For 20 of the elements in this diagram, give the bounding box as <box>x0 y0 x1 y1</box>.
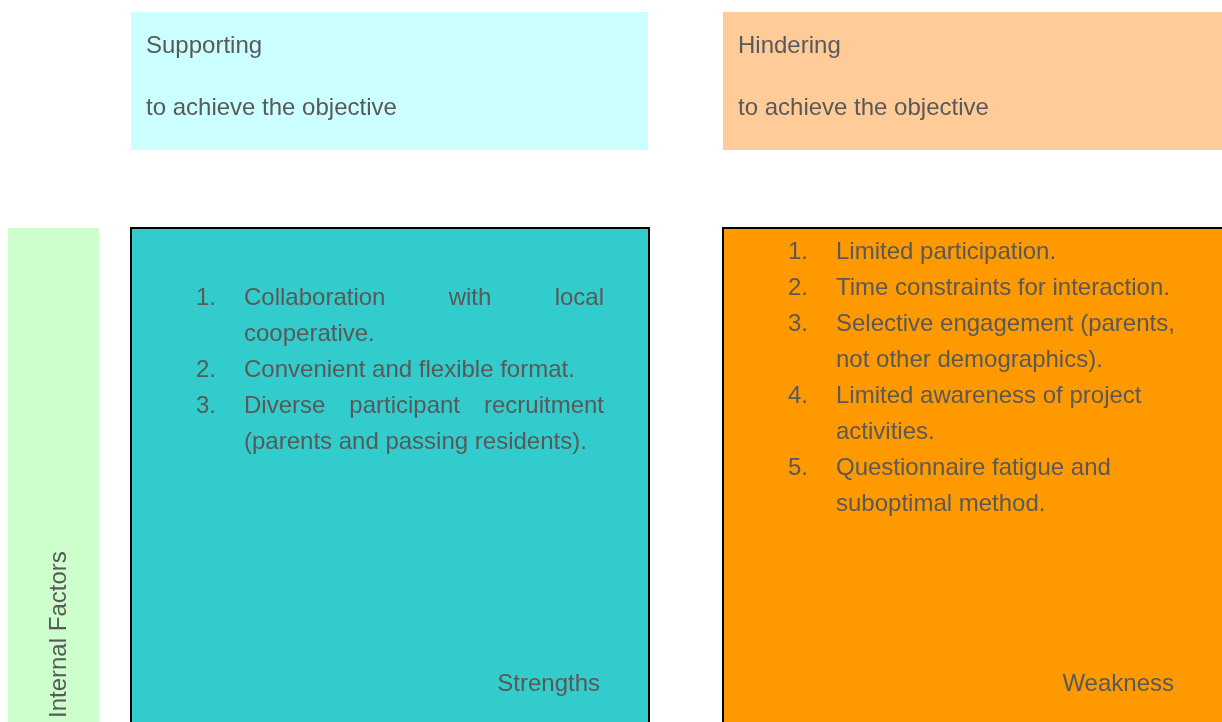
list-item: 2. Time constraints for interaction. <box>788 272 1171 302</box>
header-title: Supporting <box>146 30 263 60</box>
quadrant-box <box>130 227 650 722</box>
side-label: Internal Factors <box>43 551 72 718</box>
header-box <box>723 12 1222 150</box>
side-band <box>8 228 99 722</box>
header-subtitle: to achieve the objective <box>146 92 397 122</box>
quadrant-box <box>722 227 1222 722</box>
quadrant-title: Strengths <box>497 668 600 698</box>
list-item: 3. Diverse participant recruitment (parents and passing residents). <box>196 390 604 456</box>
list-item: 5. Questionnaire fatigue and suboptimal method. <box>788 452 1112 518</box>
list-item: 4. Limited awareness of project activities. <box>788 380 1143 446</box>
list-item: 1. Collaboration with local cooperative. <box>196 282 604 348</box>
quadrant-title: Weakness <box>1062 668 1174 698</box>
list-item: 2. Convenient and flexible format. <box>196 354 576 384</box>
header-box <box>131 12 648 150</box>
header-title: Hindering <box>738 30 841 60</box>
list-item: 3. Selective engagement (parents, not other demographics). <box>788 308 1176 374</box>
list-item: 1. Limited participation. <box>788 236 1058 266</box>
header-subtitle: to achieve the objective <box>738 92 989 122</box>
